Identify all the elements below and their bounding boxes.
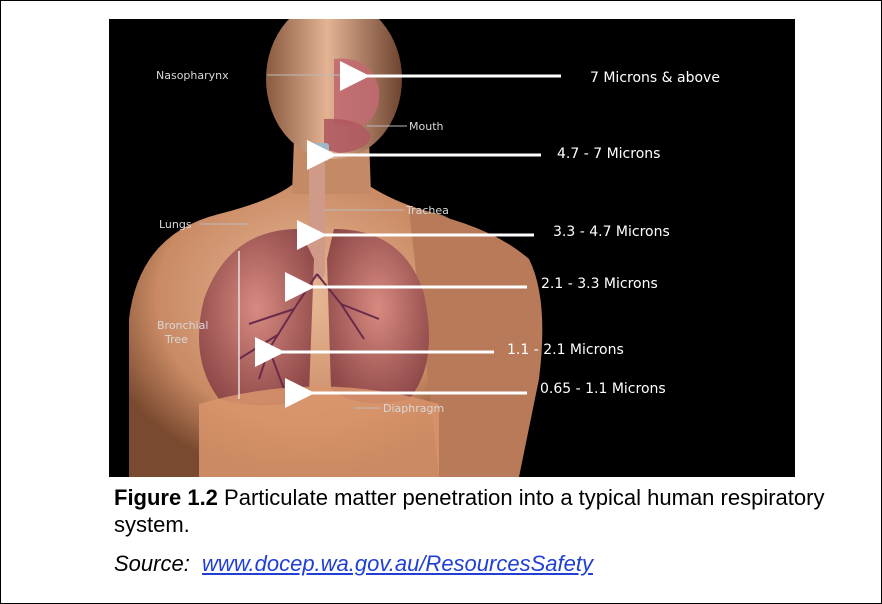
respiratory-figure: Nasopharynx Mouth Trachea Lungs Bronchia… <box>109 19 795 477</box>
trachea-label: Trachea <box>405 204 449 217</box>
size-label-4-7: 4.7 - 7 Microns <box>557 146 660 162</box>
figure-caption: Figure 1.2 Particulate matter penetratio… <box>114 484 834 538</box>
mouth-label: Mouth <box>409 120 444 133</box>
figure-caption-text: Particulate matter penetration into a ty… <box>114 485 824 537</box>
nasopharynx-label: Nasopharynx <box>156 69 229 82</box>
bronchial-tree-label-line1: Bronchial <box>157 319 208 332</box>
size-label-2-1: 2.1 - 3.3 Microns <box>541 276 658 292</box>
diaphragm-shape <box>199 387 439 478</box>
diaphragm-label: Diaphragm <box>383 402 444 415</box>
lungs-label: Lungs <box>159 218 192 231</box>
figure-number: Figure 1.2 <box>114 485 218 510</box>
larynx-shape <box>307 143 329 161</box>
respiratory-illustration: Nasopharynx Mouth Trachea Lungs Bronchia… <box>109 19 795 477</box>
size-label-0-65: 0.65 - 1.1 Microns <box>540 381 666 397</box>
bronchial-tree-label-line2: Tree <box>164 333 188 346</box>
figure-source: Source: www.docep.wa.gov.au/ResourcesSaf… <box>114 551 593 577</box>
size-label-3-3: 3.3 - 4.7 Microns <box>553 224 670 240</box>
source-prefix: Source: <box>114 551 202 576</box>
size-label-1-1: 1.1 - 2.1 Microns <box>507 342 624 358</box>
size-label-7-above: 7 Microns & above <box>590 70 720 86</box>
source-link[interactable]: www.docep.wa.gov.au/ResourcesSafety <box>202 551 593 576</box>
